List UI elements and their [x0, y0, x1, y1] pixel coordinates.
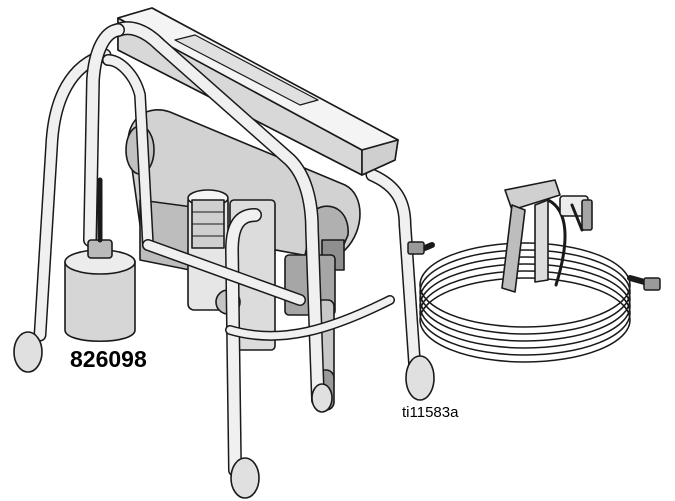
- frame-front: [83, 21, 395, 477]
- leg-feet: [13, 331, 435, 499]
- filter-bucket: [64, 177, 136, 343]
- figure-id-label: ti11583a: [402, 404, 459, 421]
- part-number-label: 826098: [70, 346, 147, 372]
- spray-gun: [501, 179, 593, 293]
- hose-coil: [407, 241, 661, 363]
